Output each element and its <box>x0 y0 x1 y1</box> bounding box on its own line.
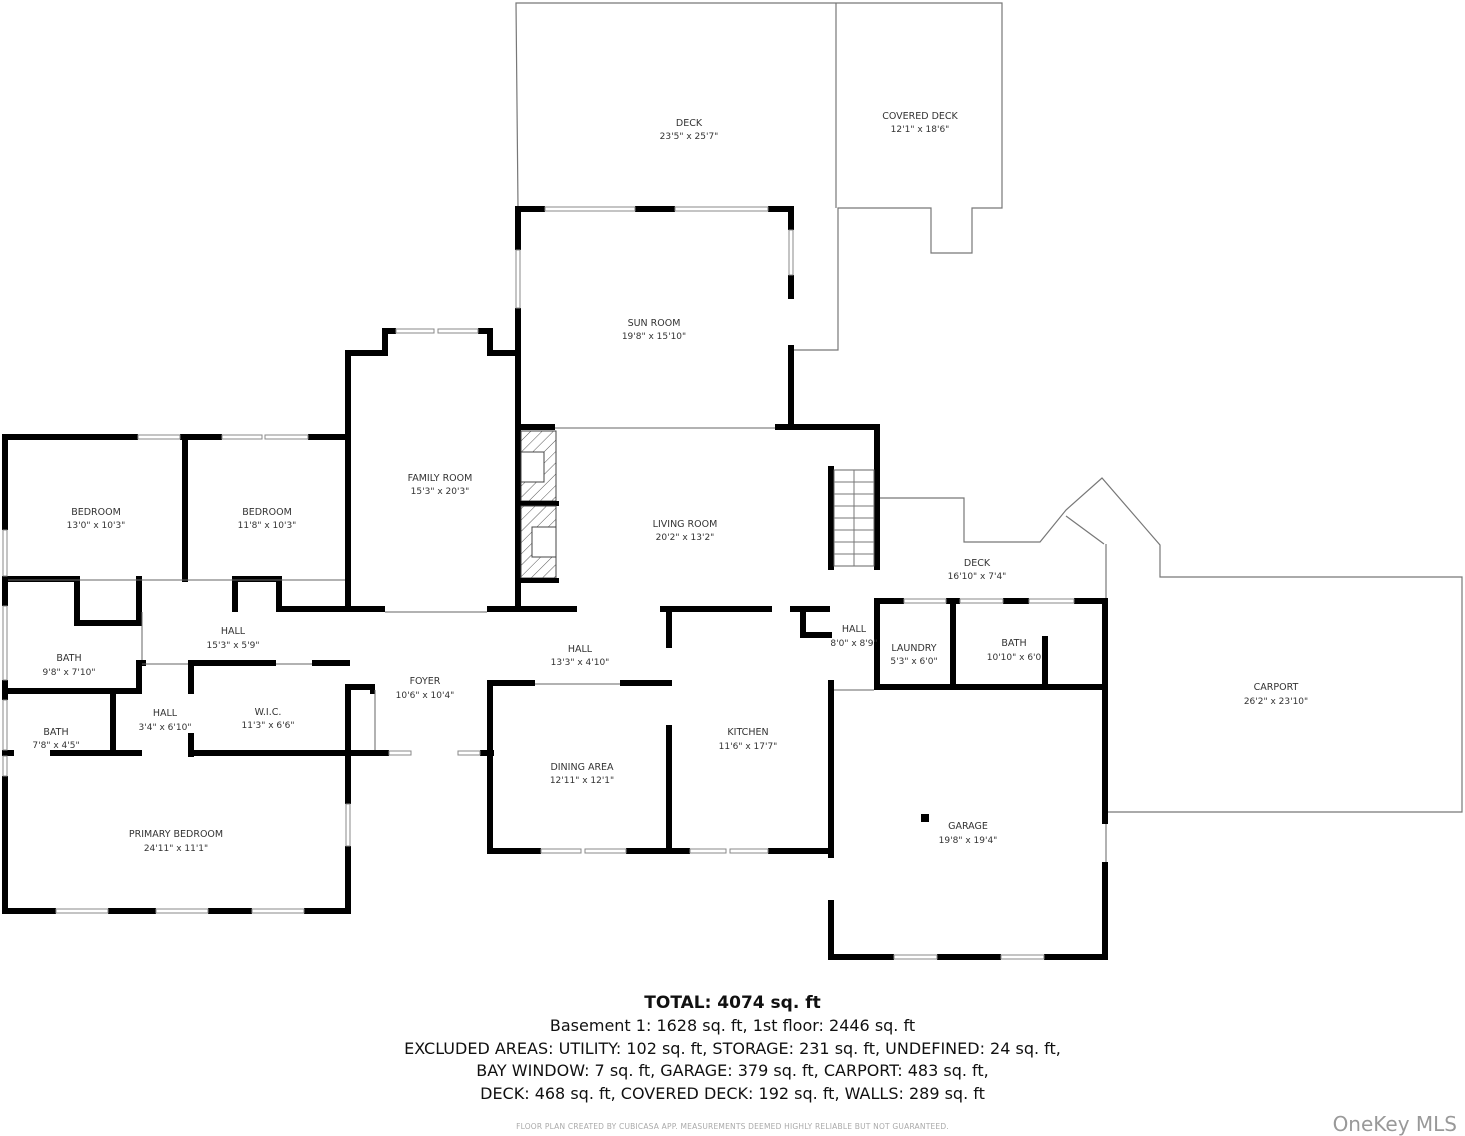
deck-outline <box>515 2 1003 351</box>
room-primary-bedroom: PRIMARY BEDROOM 24'11" x 11'1" <box>129 829 223 854</box>
room-dimensions: 3'4" x 6'10" <box>139 723 192 733</box>
room-deck: DECK 23'5" x 25'7" <box>660 118 719 142</box>
rear-deck-outline <box>880 477 1225 598</box>
room-name: LIVING ROOM <box>653 519 718 530</box>
room-name: KITCHEN <box>727 727 768 738</box>
room-name: GARAGE <box>948 821 988 832</box>
room-dimensions: 15'3" x 20'3" <box>411 487 470 497</box>
room-dimensions: 5'3" x 6'0" <box>890 657 937 667</box>
brand-watermark: OneKey MLS <box>1332 1112 1457 1136</box>
room-name: HALL <box>221 626 246 637</box>
room-dimensions: 24'11" x 11'1" <box>144 844 208 854</box>
room-name: FOYER <box>410 676 441 687</box>
room-dimensions: 11'8" x 10'3" <box>238 521 297 531</box>
room-dimensions: 13'0" x 10'3" <box>67 521 126 531</box>
room-name: FAMILY ROOM <box>408 473 473 484</box>
room-dimensions: 8'0" x 8'9" <box>830 639 877 649</box>
room-name: HALL <box>568 644 593 655</box>
room-name: W.I.C. <box>255 707 282 718</box>
room-bath-2: BATH 7'8" x 4'5" <box>32 727 79 751</box>
room-name: HALL <box>842 624 867 635</box>
room-hall-center: HALL 13'3" x 4'10" <box>551 644 610 668</box>
room-dimensions: 23'5" x 25'7" <box>660 132 719 142</box>
room-dimensions: 11'3" x 6'6" <box>242 721 295 731</box>
room-dimensions: 26'2" x 23'10" <box>1244 697 1308 707</box>
room-dimensions: 20'2" x 13'2" <box>656 533 715 543</box>
staircase <box>833 469 875 567</box>
room-carport: CARPORT 26'2" x 23'10" <box>1244 682 1308 707</box>
room-dimensions: 16'10" x 7'4" <box>948 572 1007 582</box>
openings <box>8 427 1107 862</box>
room-bedroom-1: BEDROOM 13'0" x 10'3" <box>67 507 126 531</box>
room-family-room: FAMILY ROOM 15'3" x 20'3" <box>408 473 473 497</box>
room-dimensions: 9'8" x 7'10" <box>43 668 96 678</box>
excluded-areas-line-1: EXCLUDED AREAS: UTILITY: 102 sq. ft, STO… <box>404 1039 1061 1058</box>
room-bedroom-2: BEDROOM 11'8" x 10'3" <box>238 507 297 531</box>
room-laundry: LAUNDRY 5'3" x 6'0" <box>890 643 937 667</box>
room-foyer: FOYER 10'6" x 10'4" <box>396 676 455 701</box>
room-hall-west: HALL 15'3" x 5'9" <box>207 626 260 651</box>
total-area: TOTAL: 4074 sq. ft <box>644 993 821 1013</box>
carport-outline <box>1105 576 1463 813</box>
room-name: BEDROOM <box>71 507 121 518</box>
room-name: BATH <box>1001 638 1026 649</box>
room-name: PRIMARY BEDROOM <box>129 829 223 840</box>
room-name: DINING AREA <box>550 762 614 773</box>
fireplace <box>515 430 559 583</box>
room-kitchen: KITCHEN 11'6" x 17'7" <box>719 727 778 752</box>
room-dimensions: 7'8" x 4'5" <box>32 741 79 751</box>
room-name: LAUNDRY <box>891 643 936 654</box>
room-dimensions: 10'10" x 6'0 <box>987 653 1042 663</box>
room-name: BEDROOM <box>242 507 292 518</box>
room-name: COVERED DECK <box>882 111 958 122</box>
floor-plan: DECK 23'5" x 25'7" COVERED DECK 12'1" x 18… <box>2 2 1463 960</box>
room-dimensions: 13'3" x 4'10" <box>551 658 610 668</box>
windows <box>2 206 1075 960</box>
room-name: BATH <box>56 653 81 664</box>
room-dimensions: 10'6" x 10'4" <box>396 691 455 701</box>
disclaimer: FLOOR PLAN CREATED BY CUBICASA APP. MEAS… <box>516 1122 949 1131</box>
room-name: DECK <box>964 558 991 569</box>
room-name: CARPORT <box>1254 682 1299 693</box>
room-labels: DECK 23'5" x 25'7" COVERED DECK 12'1" x 18… <box>32 111 1308 854</box>
room-bath-3: BATH 10'10" x 6'0 <box>987 638 1042 663</box>
floor-areas: Basement 1: 1628 sq. ft, 1st floor: 2446… <box>549 1016 916 1035</box>
excluded-areas-line-3: DECK: 468 sq. ft, COVERED DECK: 192 sq. … <box>480 1084 985 1103</box>
room-hall-east: HALL 8'0" x 8'9" <box>830 624 877 649</box>
walls <box>2 206 1108 960</box>
room-deck-rear: DECK 16'10" x 7'4" <box>948 558 1007 582</box>
room-dimensions: 19'8" x 15'10" <box>622 332 686 342</box>
room-name: SUN ROOM <box>628 318 681 329</box>
room-hall-small: HALL 3'4" x 6'10" <box>139 708 192 733</box>
excluded-areas-line-2: BAY WINDOW: 7 sq. ft, GARAGE: 379 sq. ft… <box>476 1061 989 1080</box>
room-covered-deck: COVERED DECK 12'1" x 18'6" <box>882 111 958 135</box>
room-dimensions: 19'8" x 19'4" <box>939 836 998 846</box>
room-wic: W.I.C. 11'3" x 6'6" <box>242 707 295 731</box>
room-name: DECK <box>676 118 703 129</box>
room-dining-area: DINING AREA 12'11" x 12'1" <box>550 762 614 786</box>
room-dimensions: 11'6" x 17'7" <box>719 742 778 752</box>
room-name: BATH <box>43 727 68 738</box>
room-garage: GARAGE 19'8" x 19'4" <box>939 821 998 846</box>
room-name: HALL <box>153 708 178 719</box>
room-dimensions: 15'3" x 5'9" <box>207 641 260 651</box>
room-sun-room: SUN ROOM 19'8" x 15'10" <box>622 318 686 342</box>
room-dimensions: 12'11" x 12'1" <box>550 776 614 786</box>
room-bath-1: BATH 9'8" x 7'10" <box>43 653 96 678</box>
room-dimensions: 12'1" x 18'6" <box>891 125 950 135</box>
room-living-room: LIVING ROOM 20'2" x 13'2" <box>653 519 718 543</box>
